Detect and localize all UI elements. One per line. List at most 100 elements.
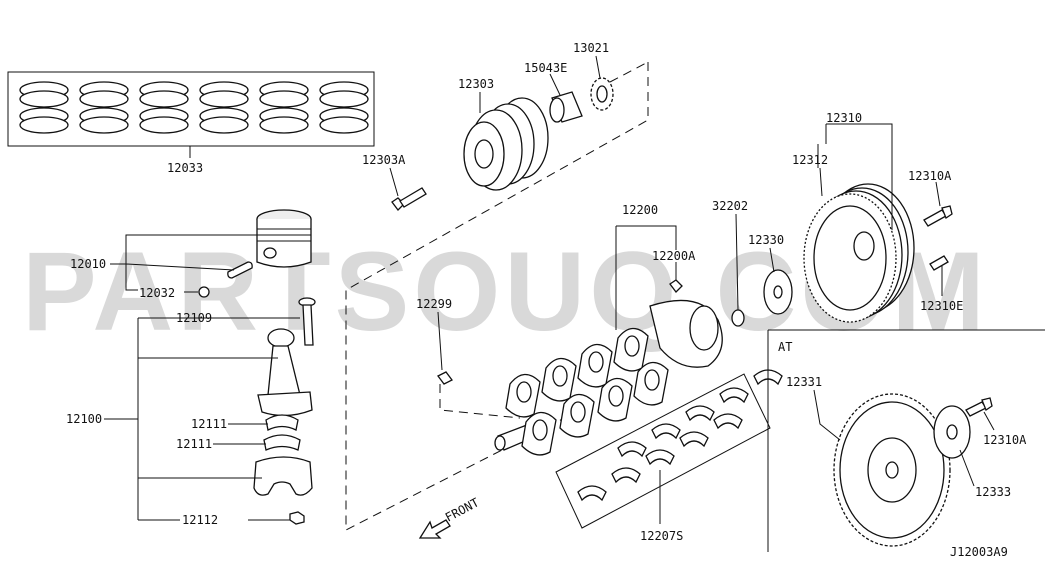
pulley-bolt-12303a[interactable] <box>391 187 427 211</box>
label-12010[interactable]: 12010 <box>70 257 106 271</box>
piston-ring <box>259 90 309 108</box>
connecting-rod-group[interactable] <box>253 297 316 525</box>
label-12200[interactable]: 12200 <box>622 203 658 217</box>
main-bearing-shell <box>679 431 709 448</box>
piston-ring <box>19 116 69 134</box>
front-label: FRONT <box>443 495 481 524</box>
piston-ring <box>79 116 129 134</box>
main-bearing-shells <box>577 369 783 502</box>
label-12310a-at[interactable]: 12310A <box>983 433 1027 447</box>
ring-sets <box>19 81 369 134</box>
label-15043e[interactable]: 15043E <box>524 61 567 75</box>
label-12303[interactable]: 12303 <box>458 77 494 91</box>
crank-web <box>559 393 595 438</box>
flywheel-bolt-12310a[interactable] <box>923 205 953 227</box>
rings-box-frame <box>7 71 375 147</box>
label-12032[interactable]: 12032 <box>139 286 175 300</box>
piston-ring <box>199 90 249 108</box>
piston-pin-boss <box>263 247 277 259</box>
piston-ring <box>199 116 249 134</box>
piston-skirt <box>256 219 312 268</box>
spacer-15043e[interactable] <box>549 91 583 123</box>
bearing-shell-lower <box>263 434 301 451</box>
label-12330[interactable]: 12330 <box>748 233 784 247</box>
crank-web <box>521 411 557 456</box>
label-12100[interactable]: 12100 <box>66 412 102 426</box>
label-12112[interactable]: 12112 <box>182 513 218 527</box>
flywheel-hub <box>853 231 875 261</box>
flywheel-face <box>813 205 887 311</box>
piston-ring <box>319 116 369 134</box>
label-32202[interactable]: 32202 <box>712 199 748 213</box>
label-12310[interactable]: 12310 <box>826 111 862 125</box>
leader-piston <box>125 234 257 291</box>
piston-pin-clip <box>198 286 210 298</box>
piston-ring <box>19 90 69 108</box>
dowel-12310e[interactable] <box>929 255 949 271</box>
main-bearing-shell <box>645 449 675 466</box>
main-bearing-shell <box>617 441 647 458</box>
label-12200a[interactable]: 12200A <box>652 249 696 263</box>
label-12109[interactable]: 12109 <box>176 311 212 325</box>
label-12331[interactable]: 12331 <box>786 375 822 389</box>
main-bearings-frame <box>555 373 771 529</box>
conrod-bolt-shank <box>302 304 314 346</box>
main-bearing-shell <box>577 485 607 502</box>
main-bearing-shell <box>719 387 749 404</box>
label-12310a-mt[interactable]: 12310A <box>908 169 952 183</box>
crank-web <box>633 361 669 406</box>
drive-plate-group[interactable] <box>833 393 951 547</box>
main-bearing-shell <box>713 413 743 430</box>
assembly-outline <box>345 62 649 531</box>
main-bearing-shell <box>611 467 641 484</box>
label-13021[interactable]: 13021 <box>573 41 609 55</box>
piston-ring <box>259 116 309 134</box>
label-12299[interactable]: 12299 <box>416 297 452 311</box>
crank-web <box>505 373 541 418</box>
crank-key <box>669 279 683 293</box>
label-12033[interactable]: 12033 <box>167 161 203 175</box>
pulley-hub <box>474 139 494 169</box>
key-dashed-leader <box>439 384 521 419</box>
conrod-cap <box>253 456 313 496</box>
piston-pin <box>227 261 253 279</box>
conrod-nut <box>289 511 305 525</box>
crank-web <box>541 357 577 402</box>
label-12303a[interactable]: 12303A <box>362 153 406 167</box>
piston-ring <box>139 90 189 108</box>
section-label-at: AT <box>778 340 792 354</box>
crankshaft-group[interactable] <box>437 279 745 456</box>
timing-gear-13021[interactable] <box>590 77 614 111</box>
reinforcement-plate-12330[interactable] <box>763 269 793 315</box>
pilot-bushing <box>731 309 745 327</box>
conrod-big-end <box>257 391 313 417</box>
label-12333[interactable]: 12333 <box>975 485 1011 499</box>
bearing-shell-upper <box>265 414 299 431</box>
main-bearing-shell <box>685 405 715 422</box>
main-bearing-shell <box>651 423 681 440</box>
main-bearings-group[interactable] <box>555 369 783 529</box>
piston-group[interactable] <box>198 209 312 298</box>
label-12207s[interactable]: 12207S <box>640 529 683 543</box>
front-arrow: FRONT <box>418 495 481 539</box>
crank-pulley-group[interactable] <box>463 97 549 191</box>
piston-ring <box>139 116 189 134</box>
woodruff-key <box>437 371 453 385</box>
label-12111-upper[interactable]: 12111 <box>191 417 227 431</box>
piston-rings-group[interactable]: 12033 <box>7 71 375 175</box>
crank-webs <box>505 327 669 456</box>
label-12312[interactable]: 12312 <box>792 153 828 167</box>
drive-plate-reinforcement-12333[interactable] <box>933 405 971 459</box>
label-12310e[interactable]: 12310E <box>920 299 963 313</box>
piston-ring <box>319 90 369 108</box>
conrod-small-end <box>267 328 295 348</box>
label-12111-lower[interactable]: 12111 <box>176 437 212 451</box>
crank-web <box>597 377 633 422</box>
flywheel-group[interactable] <box>803 183 915 323</box>
leader-12331 <box>813 389 841 441</box>
diagram-code: J12003A9 <box>950 545 1008 559</box>
drive-plate-bolt-12310a[interactable] <box>965 397 993 417</box>
crank-web <box>613 327 649 372</box>
piston-ring <box>79 90 129 108</box>
